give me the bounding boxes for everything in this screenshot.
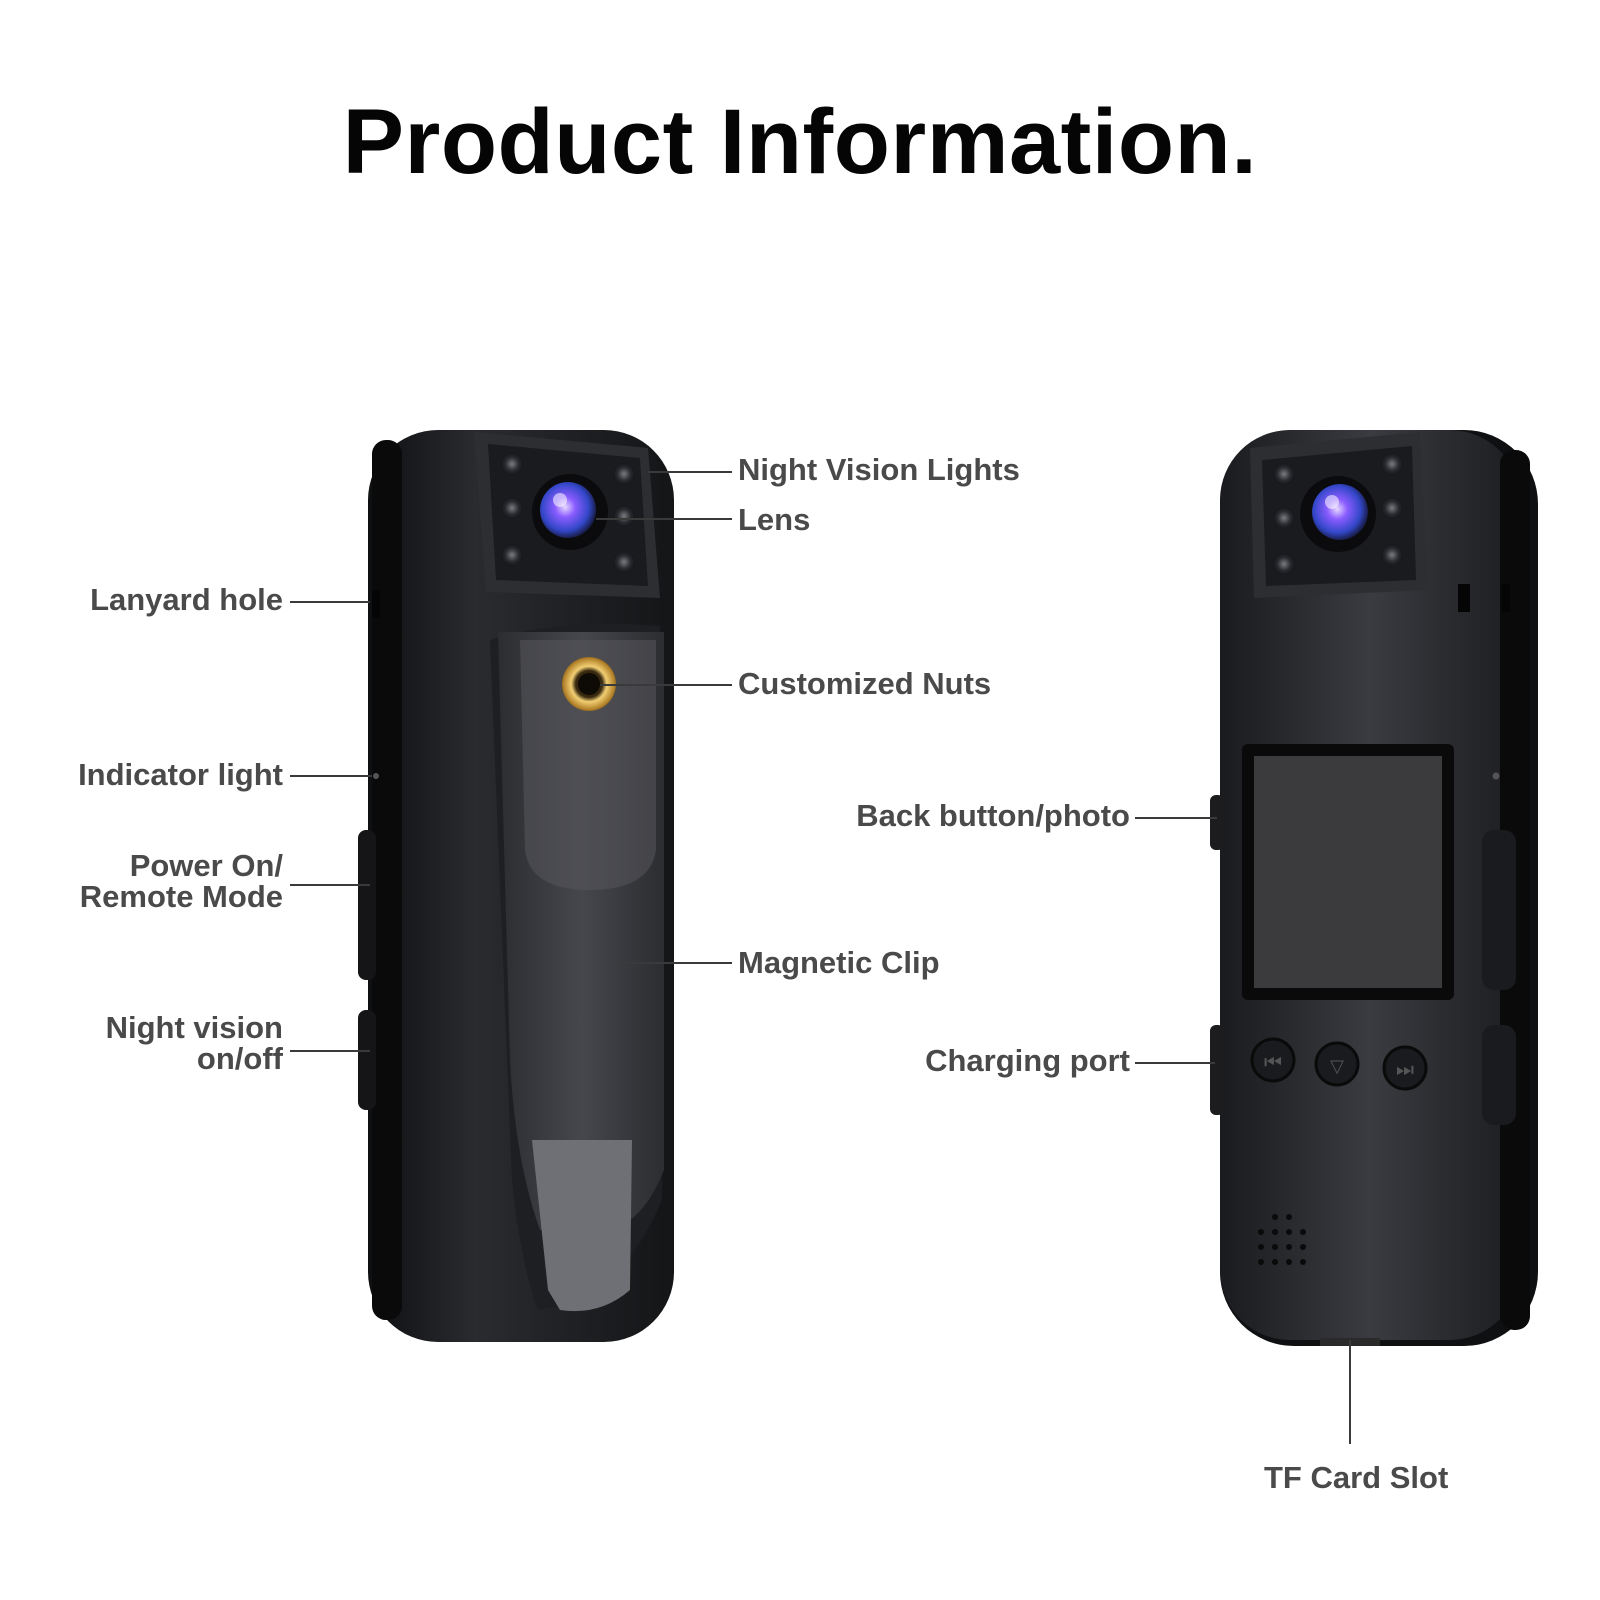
leader-lens [596, 518, 732, 520]
leader-power-on [290, 884, 370, 886]
speaker-grille [1258, 1214, 1306, 1265]
leader-night-vision-onoff [290, 1050, 370, 1052]
callout-power-on-line2: Remote Mode [79, 879, 283, 914]
right-device: ⏮ ▽ ⏭ [1210, 430, 1538, 1346]
night-vision-button [358, 1010, 376, 1110]
callout-power-on: Power On/ Remote Mode [80, 850, 283, 912]
svg-text:⏮: ⏮ [1264, 1050, 1282, 1074]
callout-customized-nuts: Customized Nuts [738, 666, 992, 701]
leader-magnetic-clip [614, 962, 732, 964]
svg-text:⏭: ⏭ [1396, 1057, 1414, 1081]
svg-text:▽: ▽ [1330, 1056, 1344, 1077]
callout-power-on-line1: Power On/ [129, 848, 283, 883]
lanyard-hole [372, 590, 380, 618]
leader-lanyard-hole [290, 601, 370, 603]
right-side-button-2 [1482, 1025, 1516, 1125]
night-vision-leds [501, 453, 635, 573]
callout-back-button: Back button/photo [856, 798, 1130, 833]
control-buttons: ⏮ ▽ ⏭ [1250, 1037, 1428, 1091]
leader-tf-card-slot [1349, 1340, 1351, 1444]
callout-tf-card-slot: TF Card Slot [1264, 1460, 1449, 1495]
leader-indicator-light [290, 775, 372, 777]
callout-night-vision-line2: on/off [196, 1041, 283, 1076]
leader-night-vision-lights [648, 471, 732, 473]
power-button [358, 830, 376, 980]
left-device [358, 430, 674, 1342]
right-side-button-1 [1482, 830, 1516, 990]
leader-back-button [1135, 817, 1217, 819]
callout-indicator-light: Indicator light [78, 757, 283, 792]
callout-night-vision-line1: Night vision [105, 1010, 283, 1045]
charging-port [1210, 1025, 1224, 1115]
lcd-screen [1254, 756, 1442, 988]
lens [540, 482, 596, 538]
callout-night-vision-lights: Night Vision Lights [738, 452, 1020, 487]
leader-charging-port [1135, 1062, 1215, 1064]
right-night-vision-leds [1273, 453, 1403, 575]
leader-customized-nuts [600, 684, 732, 686]
callout-magnetic-clip: Magnetic Clip [738, 945, 940, 980]
back-button [1210, 795, 1224, 850]
clip-tip [532, 1140, 632, 1312]
callout-charging-port: Charging port [925, 1043, 1130, 1078]
indicator-light [373, 773, 379, 779]
callout-lens: Lens [738, 502, 811, 537]
callout-night-vision-onoff: Night vision on/off [106, 1012, 283, 1074]
page-title: Product Information. [342, 91, 1258, 193]
callout-lanyard-hole: Lanyard hole [90, 582, 283, 617]
